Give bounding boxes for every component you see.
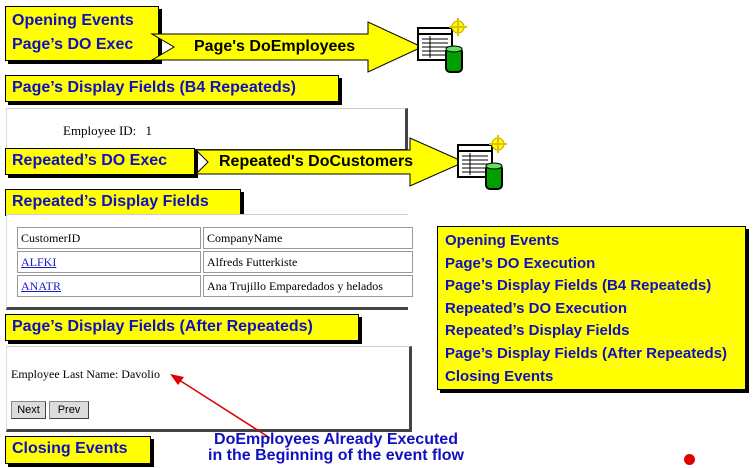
repeated-display-fields-label: Repeated’s Display Fields (12, 193, 209, 210)
legend-item-repeated-display-fields: Repeated’s Display Fields (445, 322, 630, 340)
page-do-exec-label: Page’s DO Exec (12, 36, 134, 53)
page-bottom-panel: Employee Last Name: Davolio Next Prev (6, 346, 412, 432)
repeated-do-arrow-shape (194, 137, 466, 187)
page-display-fields-after-box: Page’s Display Fields (After Repeateds) (5, 314, 359, 341)
annotation-text: DoEmployees Already Executed in the Begi… (186, 432, 486, 464)
column-header-customerid: CustomerID (17, 227, 201, 249)
column-header-companyname: CompanyName (203, 227, 413, 249)
repeated-panel: CustomerID CompanyName ALFKI Alfreds Fut… (6, 214, 413, 310)
prev-button[interactable]: Prev (49, 401, 89, 419)
repeated-display-fields-box: Repeated’s Display Fields (5, 189, 241, 216)
closing-events-label: Closing Events (12, 440, 128, 457)
repeated-do-exec-label: Repeated’s DO Exec (12, 152, 168, 169)
legend-item-page-display-fields-after: Page’s Display Fields (After Repeateds) (445, 344, 728, 362)
customer-id-link[interactable]: ANATR (21, 278, 62, 293)
page-display-fields-after-label: Page’s Display Fields (After Repeateds) (12, 318, 313, 335)
database-table-icon (417, 18, 467, 73)
repeated-do-arrow-label: Repeated's DoCustomers (219, 153, 414, 170)
annotation-arrow (170, 374, 271, 439)
annotation-line-1: DoEmployees Already Executed (214, 431, 458, 448)
employee-id-label: Employee ID: (63, 123, 137, 138)
page-do-arrow (150, 21, 424, 73)
customer-id-cell: ANATR (17, 275, 201, 297)
employee-id-value: 1 (145, 123, 153, 138)
company-name-cell: Alfreds Futterkiste (203, 251, 413, 273)
database-table-icon (457, 135, 507, 190)
closing-events-box: Closing Events (5, 436, 151, 464)
table-header-row: CustomerID CompanyName (17, 227, 413, 249)
page-display-fields-b4-label: Page’s Display Fields (B4 Repeateds) (12, 79, 296, 96)
legend-item-opening-events: Opening Events (445, 232, 560, 249)
table-row: ANATR Ana Trujillo Emparedados y helados (17, 275, 413, 297)
legend-item-page-display-fields-b4: Page’s Display Fields (B4 Repeateds) (445, 277, 712, 295)
employee-id-row: Employee ID: 1 (63, 123, 152, 139)
red-dot (684, 454, 695, 465)
page-do-arrow-shape (150, 21, 424, 73)
legend-item-page-do-execution: Page’s DO Execution (445, 254, 596, 272)
legend-item-repeated-do-execution: Repeated’s DO Execution (445, 299, 627, 317)
employee-last-name-text: Employee Last Name: Davolio (11, 367, 160, 381)
annotation-line-2: in the Beginning of the event flow (208, 447, 464, 464)
page-do-arrow-label: Page's DoEmployees (194, 38, 356, 55)
customer-id-cell: ALFKI (17, 251, 201, 273)
annotation-arrowhead (170, 374, 184, 385)
next-button[interactable]: Next (11, 401, 46, 419)
customer-id-link[interactable]: ALFKI (21, 254, 57, 269)
page-display-fields-b4-box: Page’s Display Fields (B4 Repeateds) (5, 75, 339, 102)
event-flow-legend: Opening Events Page’s DO Execution Page’… (437, 226, 746, 390)
legend-item-closing-events: Closing Events (445, 367, 554, 385)
opening-events-label: Opening Events (12, 12, 134, 29)
customers-table: CustomerID CompanyName ALFKI Alfreds Fut… (15, 225, 415, 299)
repeated-do-arrow (194, 137, 466, 187)
repeated-do-exec-box: Repeated’s DO Exec (5, 148, 195, 175)
table-row: ALFKI Alfreds Futterkiste (17, 251, 413, 273)
opening-page-do-box: Opening Events Page’s DO Exec (5, 6, 159, 61)
company-name-cell: Ana Trujillo Emparedados y helados (203, 275, 413, 297)
